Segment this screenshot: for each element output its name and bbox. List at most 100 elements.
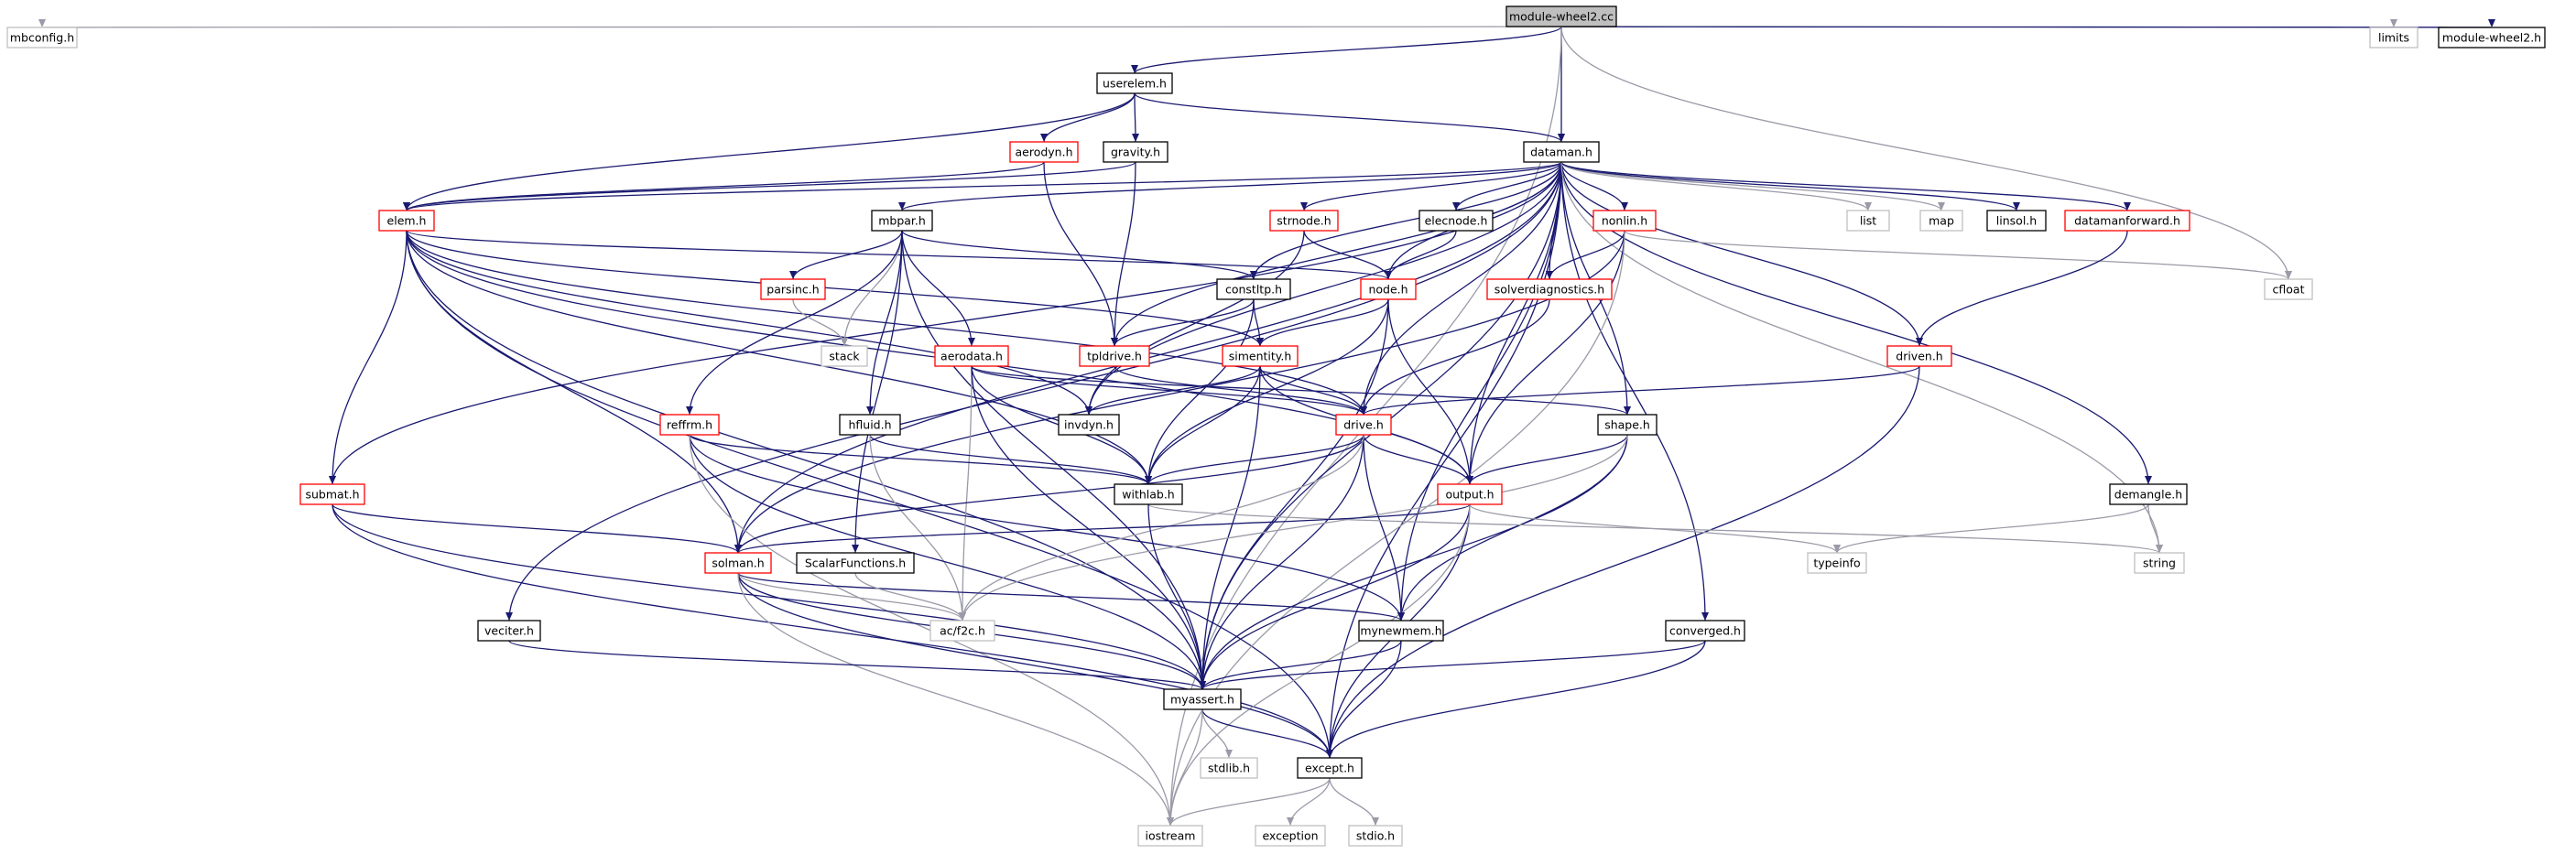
- edge-gravity-h-to-tpldrive-h: [1111, 161, 1136, 347]
- edge-line: [1199, 434, 1628, 690]
- node-label: stdlib.h: [1208, 762, 1250, 775]
- edge-simentity-h-to-invdyn-h: [1085, 365, 1261, 416]
- node-solverdiagnostics-h[interactable]: solverdiagnostics.h: [1486, 278, 1613, 300]
- edge-line: [1560, 161, 1945, 211]
- edge-parsinc-h-to-stack: [792, 298, 848, 347]
- node-label: ScalarFunctions.h: [805, 557, 906, 570]
- node-mbpar-h[interactable]: mbpar.h: [871, 210, 933, 232]
- node-box: [1597, 414, 1658, 436]
- edge-solman-h-to-iostream: [737, 572, 1174, 827]
- edge-line: [1397, 161, 1562, 622]
- edge-output-h-to-solman-h: [734, 503, 1471, 554]
- edge-dataman-h-to-list: [1560, 161, 1872, 211]
- edge-line: [1111, 161, 1136, 347]
- node-submat-h[interactable]: submat.h: [299, 483, 365, 505]
- edge-line: [1199, 298, 1389, 690]
- node-demangle-h[interactable]: demangle.h: [2109, 483, 2188, 505]
- node-gravity-h[interactable]: gravity.h: [1103, 141, 1168, 163]
- node-tpldrive-h[interactable]: tpldrive.h: [1079, 345, 1150, 367]
- edge-line: [1111, 298, 1255, 347]
- node-userelem-h[interactable]: userelem.h: [1096, 72, 1173, 94]
- edge-line: [971, 365, 1206, 690]
- node-label: solman.h: [712, 557, 764, 570]
- node-box: [1137, 825, 1203, 847]
- node-box: [1592, 210, 1657, 232]
- edge-line: [869, 434, 1152, 485]
- edge-line: [1363, 434, 1473, 485]
- node-aerodata-h[interactable]: aerodata.h: [934, 345, 1009, 367]
- node-elem-h[interactable]: elem.h: [378, 210, 435, 232]
- edge-node-h-to-simentity-h: [1256, 298, 1389, 347]
- node-datamanforward-h[interactable]: datamanforward.h: [2064, 210, 2190, 232]
- node-label: stack: [829, 350, 860, 363]
- edge-converged-h-to-except-h: [1326, 640, 1706, 759]
- node-veciter-h[interactable]: veciter.h: [477, 620, 541, 642]
- node-driven-h[interactable]: driven.h: [1886, 345, 1952, 367]
- node-drive-h[interactable]: drive.h: [1335, 414, 1392, 436]
- node-aerodyn-h[interactable]: aerodyn.h: [1009, 141, 1079, 163]
- node-shape-h[interactable]: shape.h: [1597, 414, 1658, 436]
- node-mynewmem-h[interactable]: mynewmem.h: [1358, 620, 1444, 642]
- node-withlab-h[interactable]: withlab.h: [1114, 483, 1183, 505]
- edge-elem-h-to-myassert-h: [406, 230, 1206, 690]
- edge-withlab-h-to-myassert-h: [1147, 503, 1206, 690]
- edge-line: [869, 434, 966, 622]
- edge-line: [959, 365, 973, 622]
- node-module-wheel2-cc[interactable]: module-wheel2.cc: [1505, 5, 1617, 27]
- edge-drive-h-to-myassert-h: [1199, 434, 1364, 690]
- node-myassert-h[interactable]: myassert.h: [1163, 688, 1242, 710]
- edge-dataman-h-to-veciter-h: [505, 161, 1562, 622]
- edge-myassert-h-to-iostream: [1167, 708, 1203, 827]
- edge-line: [1199, 640, 1402, 690]
- node-converged-h[interactable]: converged.h: [1665, 620, 1745, 642]
- node-simentity-h[interactable]: simentity.h: [1222, 345, 1299, 367]
- edge-line: [1199, 365, 1261, 690]
- edge-line: [689, 434, 1206, 690]
- node-dataman-h[interactable]: dataman.h: [1523, 141, 1600, 163]
- edge-line: [406, 230, 1367, 416]
- edge-simentity-h-to-myassert-h: [1199, 365, 1261, 690]
- edge-line: [1560, 26, 2292, 280]
- edge-mynewmem-h-to-myassert-h: [1199, 640, 1402, 690]
- node-constltp-h[interactable]: constltp.h: [1216, 278, 1291, 300]
- node-solman-h[interactable]: solman.h: [704, 552, 772, 574]
- node-parsinc-h[interactable]: parsinc.h: [760, 278, 826, 300]
- edge-myassert-h-to-stdlib-h: [1201, 708, 1233, 759]
- node-box: [704, 552, 772, 574]
- edge-line: [332, 503, 742, 554]
- node-hfluid-h[interactable]: hfluid.h: [839, 414, 901, 436]
- node-label: stdio.h: [1356, 829, 1395, 843]
- edge-line: [406, 230, 1152, 485]
- edge-dataman-h-to-datamanforward-h: [1560, 161, 2131, 211]
- node-box: [299, 483, 365, 505]
- node-box: [1335, 414, 1392, 436]
- node-box: [659, 414, 720, 436]
- node-node-h[interactable]: node.h: [1360, 278, 1417, 300]
- node-box: [2264, 278, 2313, 300]
- node-module-wheel2-h[interactable]: module-wheel2.h: [2438, 27, 2546, 49]
- edge-line: [1560, 161, 2131, 211]
- edge-mynewmem-h-to-except-h: [1326, 640, 1402, 759]
- node-scalarfunctions-h[interactable]: ScalarFunctions.h: [796, 552, 915, 574]
- node-nonlin-h[interactable]: nonlin.h: [1592, 210, 1657, 232]
- edge-line: [505, 161, 1562, 622]
- edge-line: [1624, 230, 2292, 280]
- edge-myassert-h-to-except-h: [1201, 708, 1333, 759]
- node-output-h[interactable]: output.h: [1437, 483, 1503, 505]
- node-box: [1114, 483, 1183, 505]
- node-invdyn-h[interactable]: invdyn.h: [1058, 414, 1120, 436]
- edge-dataman-h-to-invdyn-h: [1085, 161, 1562, 416]
- edge-strnode-h-to-invdyn-h: [1085, 230, 1305, 416]
- node-except-h[interactable]: except.h: [1297, 757, 1363, 779]
- node-elecnode-h[interactable]: elecnode.h: [1418, 210, 1494, 232]
- node-box: [1358, 620, 1444, 642]
- edge-submat-h-to-solman-h: [332, 503, 742, 554]
- node-reffrm-h[interactable]: reffrm.h: [659, 414, 720, 436]
- edge-mbpar-h-to-stack: [841, 230, 903, 347]
- node-box: [477, 620, 541, 642]
- node-linsol-h[interactable]: linsol.h: [1986, 210, 2047, 232]
- node-strnode-h[interactable]: strnode.h: [1269, 210, 1339, 232]
- edge-line: [1114, 365, 1367, 416]
- node-stack: stack: [821, 345, 868, 367]
